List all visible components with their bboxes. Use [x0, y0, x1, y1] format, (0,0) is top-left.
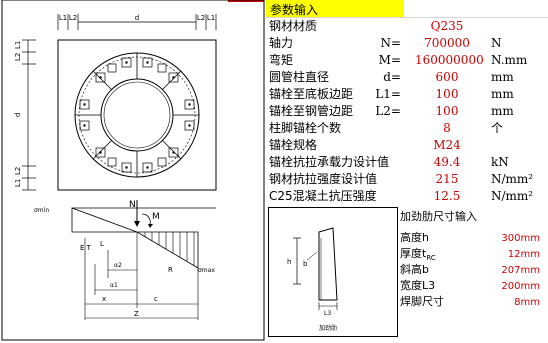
param-unit: mm [491, 87, 514, 101]
rib-value[interactable]: 8mm [514, 297, 540, 308]
param-header-title: 参数输入 [270, 3, 319, 17]
x-label: x [102, 295, 106, 303]
param-label: 钢材抗拉强度设计值 [269, 172, 378, 186]
label-R: R [168, 266, 173, 274]
dim-label-top-l2: L2 [69, 14, 77, 22]
rib-label: 焊脚尺寸 [400, 295, 444, 308]
rib-value[interactable]: 207mm [501, 265, 540, 276]
param-header-band [266, 0, 404, 17]
rib-diagram: h b L3 加劲肋 [287, 227, 338, 332]
param-label: 锚栓至钢管边距 [269, 104, 354, 118]
rib-b-label: b [303, 260, 308, 268]
rib-value[interactable]: 200mm [501, 281, 540, 292]
rib-label: 宽度L3 [400, 279, 436, 292]
param-label: C25混凝土抗压强度 [269, 189, 377, 203]
param-label: 圆管柱直径 [269, 70, 330, 84]
param-value[interactable]: M24 [433, 138, 461, 152]
param-label: 锚栓至底板边距 [269, 87, 354, 101]
param-unit: kN [491, 155, 509, 169]
label-L: L [100, 240, 104, 248]
alpha1-label: α1 [110, 282, 118, 289]
rib-caption: 加劲肋 [319, 324, 337, 332]
sigma-min-label: σmin [34, 207, 49, 214]
param-symbol: N= [380, 36, 401, 50]
param-symbol: M= [378, 53, 401, 67]
dim-label-left-d: d [14, 113, 22, 117]
dim-label-top-l1b: L1 [207, 14, 215, 22]
rib-label: 厚度tRC [400, 247, 436, 265]
grid-line [266, 17, 548, 18]
moment-label: M [152, 212, 160, 222]
axial-force-label: N [129, 200, 136, 210]
param-value[interactable]: 49.4 [433, 155, 461, 169]
c-label: c [154, 295, 158, 303]
param-value[interactable]: 700000 [424, 36, 470, 50]
param-value[interactable]: 100 [435, 87, 459, 101]
dim-label-left-l1: L1 [14, 41, 22, 49]
dim-label-left-l2b: L2 [14, 167, 22, 175]
rib-label: 斜高b [400, 263, 429, 276]
param-label: 弯矩 [269, 53, 294, 67]
param-value[interactable]: 215 [435, 172, 459, 186]
dim-label-top-l1: L1 [59, 14, 67, 22]
param-unit: mm [491, 104, 514, 118]
param-value[interactable]: 160000000 [415, 53, 484, 67]
param-unit: N/mm² [491, 189, 534, 203]
param-label: 钢材材质 [269, 19, 318, 33]
param-unit: mm [491, 70, 514, 84]
z-label: Z [134, 310, 139, 318]
param-value[interactable]: 100 [435, 104, 459, 118]
alpha2-label: α2 [114, 262, 122, 269]
rib-label-sub: RC [426, 254, 436, 263]
rib-value[interactable]: 12mm [507, 249, 540, 260]
param-unit: 个 [491, 121, 504, 135]
param-symbol: L1= [375, 87, 401, 101]
dim-label-top-l2b: L2 [197, 14, 205, 22]
dim-label-top-d: d [135, 14, 139, 22]
param-unit: N/mm² [491, 172, 534, 186]
rib-h-label: h [287, 258, 291, 266]
dim-label-left-l1b: L1 [14, 179, 22, 187]
param-label: 锚栓抗拉承载力设计值 [269, 155, 390, 169]
rib-title: 加劲肋尺寸输入 [400, 210, 477, 223]
param-unit: N.mm [491, 53, 528, 67]
red-edge-mark [228, 0, 264, 2]
rib-diagram-panel: h b L3 加劲肋 [268, 207, 398, 337]
param-label: 轴力 [269, 36, 294, 50]
rib-label-text: 厚度t [400, 247, 427, 260]
rib-value[interactable]: 300mm [501, 233, 540, 244]
param-label: 柱脚锚栓个数 [269, 121, 342, 135]
param-value[interactable]: 8 [443, 121, 451, 135]
param-symbol: L2= [375, 104, 401, 118]
dim-label-left-l2: L2 [14, 53, 22, 61]
rib-l3-label: L3 [324, 310, 331, 317]
base-plate-drawing: L1 L2 d L2 L1 L1 L2 d L2 L1 [1, 0, 265, 341]
parameter-panel: 钢材材质 Q235 轴力 N= 700000 N 弯矩 M= 160000000… [265, 0, 548, 203]
param-unit: N [491, 36, 502, 50]
param-symbol: d= [383, 70, 401, 84]
rib-label: 高度h [400, 231, 429, 244]
param-label: 锚栓规格 [269, 138, 318, 152]
param-value[interactable]: Q235 [430, 19, 464, 33]
sigma-max-label: σmax [198, 267, 215, 274]
param-value[interactable]: 600 [435, 70, 459, 84]
label-et: E T [80, 244, 92, 252]
param-value[interactable]: 12.5 [433, 189, 461, 203]
